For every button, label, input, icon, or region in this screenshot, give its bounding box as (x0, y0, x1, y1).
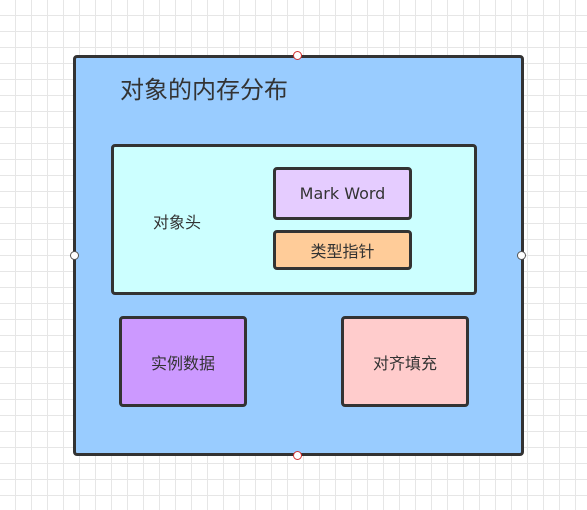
diagram-title: 对象的内存分布 (120, 76, 288, 104)
object-header-label: 对象头 (153, 213, 202, 232)
instance-data-label: 实例数据 (150, 353, 215, 373)
resize-handle-bottom[interactable] (293, 451, 302, 460)
padding-label: 对齐填充 (372, 353, 437, 373)
resize-handle-right[interactable] (517, 251, 526, 260)
instance-data-box[interactable]: 实例数据 (119, 316, 247, 407)
resize-handle-left[interactable] (70, 251, 79, 260)
padding-box[interactable]: 对齐填充 (341, 316, 469, 407)
mark-word-label: Mark Word (299, 184, 386, 203)
mark-word-box[interactable]: Mark Word (273, 167, 412, 220)
klass-pointer-box[interactable]: 类型指针 (273, 230, 412, 270)
klass-pointer-label: 类型指针 (310, 242, 375, 261)
resize-handle-top[interactable] (293, 51, 302, 60)
